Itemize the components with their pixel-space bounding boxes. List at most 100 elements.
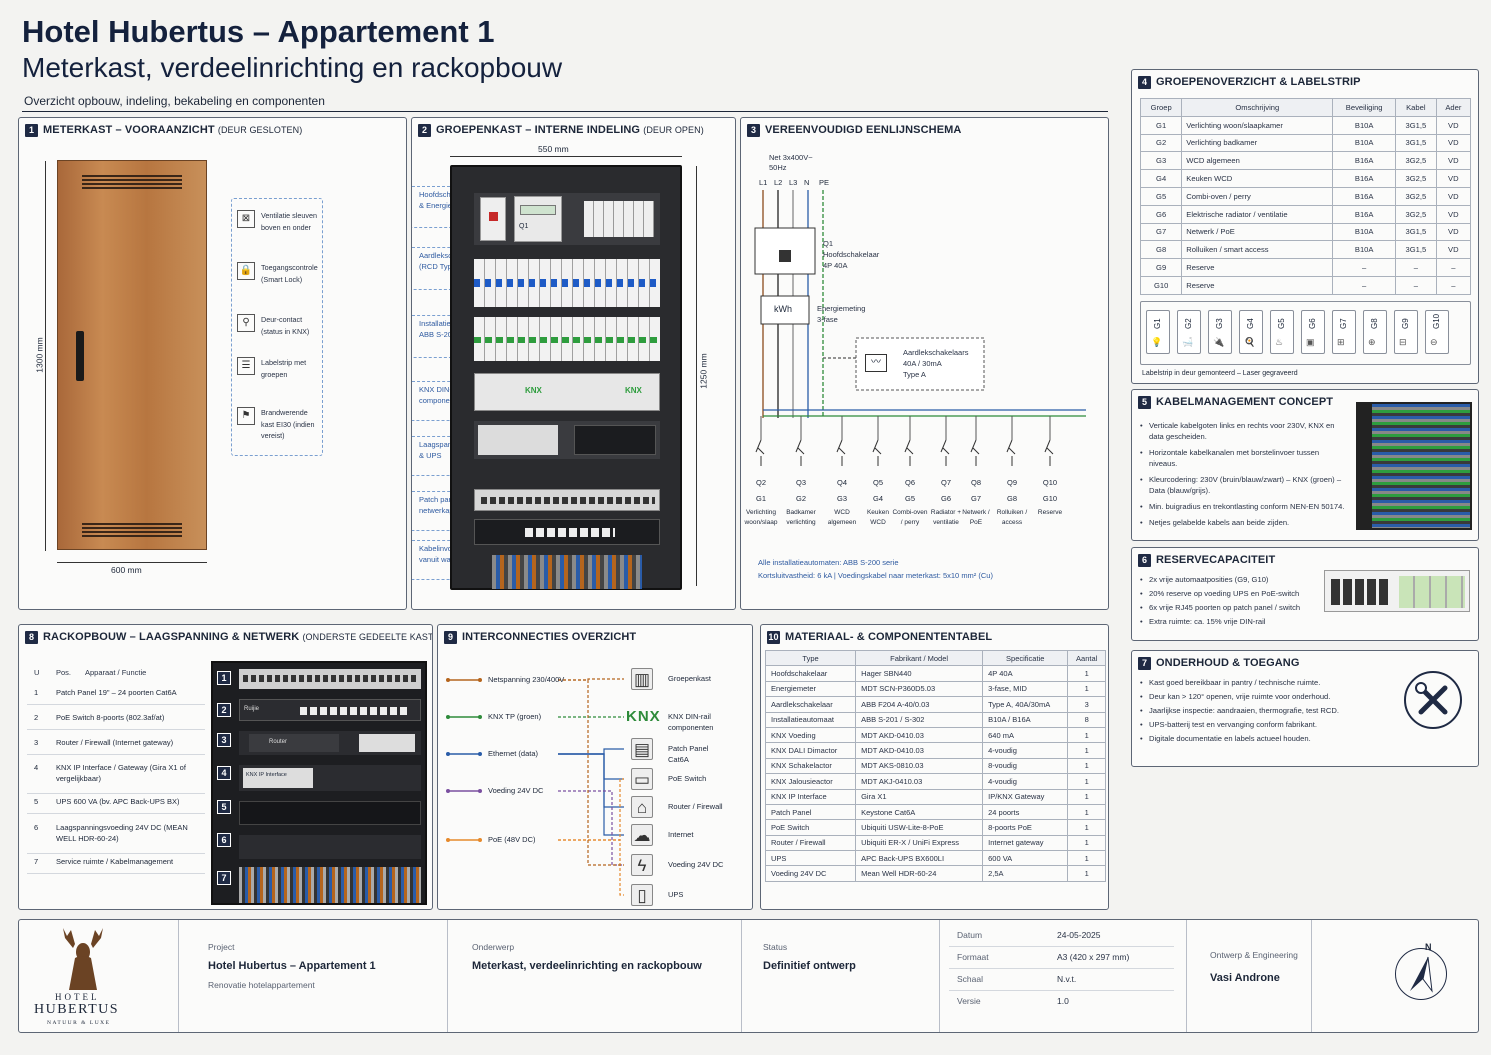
- table-cell: APC Back-UPS BX600LI: [855, 850, 984, 867]
- label-strip-cell: G2🛁: [1177, 310, 1201, 354]
- bullet-item: Kleurcodering: 230V (bruin/blauw/zwart) …: [1140, 474, 1345, 496]
- table-cell: VD: [1435, 240, 1472, 260]
- breaker-symbol: [904, 439, 914, 466]
- compass-icon: [1395, 948, 1447, 1000]
- label-strip-cell: G4🍳: [1239, 310, 1263, 354]
- schema-note-2: Kortsluitvastheid: 6 kA | Voedingskabel …: [758, 571, 993, 580]
- strip-icon: 🛁: [1182, 337, 1194, 347]
- connection-type-label: Voeding 24V DC: [488, 786, 544, 795]
- network-switch: [474, 519, 660, 545]
- strip-label: G1: [1153, 318, 1162, 329]
- strip-icon: ⊕: [1368, 337, 1376, 347]
- label-strip-cell: G7⊞: [1332, 310, 1356, 354]
- strip-icon: ♨: [1275, 337, 1284, 347]
- strip-label: G6: [1308, 318, 1317, 329]
- connection-line: [558, 753, 624, 780]
- table-cell: KNX IP Interface: [764, 788, 857, 805]
- connection-line: [558, 679, 624, 866]
- cable-photo: [1356, 402, 1472, 530]
- table-cell: MDT AKD-0410.03: [855, 742, 984, 759]
- strip-icon: ⊞: [1337, 337, 1345, 347]
- router-icon: ⌂: [631, 796, 653, 818]
- table-cell: B16A: [1332, 186, 1396, 206]
- breaker-desc: Keuken WCD: [866, 509, 890, 527]
- door-handle[interactable]: [76, 331, 84, 381]
- ventilation-slots-bottom: [82, 523, 182, 537]
- cable-bullets: Verticale kabelgoten links en rechts voo…: [1140, 420, 1345, 533]
- phase-label: L3: [789, 178, 798, 187]
- tools-icon: [1404, 671, 1462, 729]
- ventilation-icon: ⊠: [237, 210, 255, 228]
- table-header: Type: [764, 649, 857, 667]
- table-cell: G4: [1139, 169, 1183, 188]
- table-cell: 1: [1067, 850, 1106, 867]
- table-cell: Mean Well HDR-60-24: [855, 865, 984, 882]
- meta-key: Formaat: [957, 952, 989, 962]
- bullet-item: UPS-batterij test en vervanging conform …: [1140, 720, 1390, 729]
- table-cell: 4P 40A: [982, 665, 1069, 682]
- table-cell: IP/KNX Gateway: [982, 788, 1069, 805]
- table-cell: Verlichting badkamer: [1181, 133, 1334, 153]
- table-cell: UPS: [764, 850, 857, 867]
- rack-position-badge: 6: [217, 833, 231, 847]
- label-strip-note: Labelstrip in deur gemonteerd – Laser ge…: [1142, 370, 1298, 377]
- reserve-illustration: [1324, 570, 1470, 612]
- meta-value: 1.0: [1057, 996, 1069, 1006]
- rack-row-text: Service ruimte / Kabelmanagement: [56, 857, 174, 866]
- table-cell: Ubiquiti USW-Lite-8-PoE: [855, 819, 984, 836]
- table-cell: Aardlekschakelaar: [764, 696, 857, 713]
- reserve-bullets: 2x vrije automaatposities (G9, G10)20% r…: [1140, 575, 1320, 631]
- main-switch[interactable]: [480, 197, 506, 241]
- table-cell: –: [1395, 258, 1437, 277]
- breaker-symbol: [1044, 439, 1054, 466]
- table-cell: Reserve: [1181, 275, 1334, 295]
- rcd-row-top: [584, 201, 654, 237]
- meta-value: N.v.t.: [1057, 974, 1077, 984]
- bullet-item: Digitale documentatie en labels actueel …: [1140, 734, 1390, 743]
- rack-position-badge: 4: [217, 766, 231, 780]
- breaker-q: Q10: [1042, 478, 1058, 487]
- table-cell: G2: [1139, 133, 1183, 153]
- breaker-desc: Rolluiken / access: [996, 509, 1028, 527]
- table-cell: 3G2,5: [1395, 169, 1437, 188]
- table-cell: 2,5A: [982, 865, 1069, 882]
- table-cell: 3G2,5: [1395, 186, 1437, 206]
- strip-icon: 💡: [1151, 337, 1163, 347]
- table-header: Fabrikant / Model: [855, 649, 984, 667]
- table-header: Specificatie: [982, 649, 1069, 667]
- bullet-item: Min. buigradius en trekontlasting confor…: [1140, 501, 1345, 512]
- table-cell: 600 VA: [982, 850, 1069, 867]
- rack-row-u: 1: [34, 688, 39, 697]
- table-cell: Rolluiken / smart access: [1181, 240, 1334, 260]
- table-cell: VD: [1435, 133, 1472, 153]
- breaker-group: G5: [904, 494, 915, 503]
- q1-label: Q1: [823, 239, 834, 248]
- din-rail-knx: KNX KNX: [474, 373, 660, 411]
- dimension-height-label: 1250 mm: [698, 353, 709, 389]
- dimension-width-label: 600 mm: [111, 565, 142, 575]
- table-cell: Hoofdschakelaar: [764, 665, 857, 682]
- breaker-group: G8: [1006, 494, 1017, 503]
- table-cell: MDT AKJ-0410.03: [855, 773, 984, 790]
- door-feature-label: Ventilatie sleuven boven en onder: [261, 211, 317, 232]
- label-strip-cell: G6▣: [1301, 310, 1325, 354]
- table-cell: Router / Firewall: [764, 834, 857, 852]
